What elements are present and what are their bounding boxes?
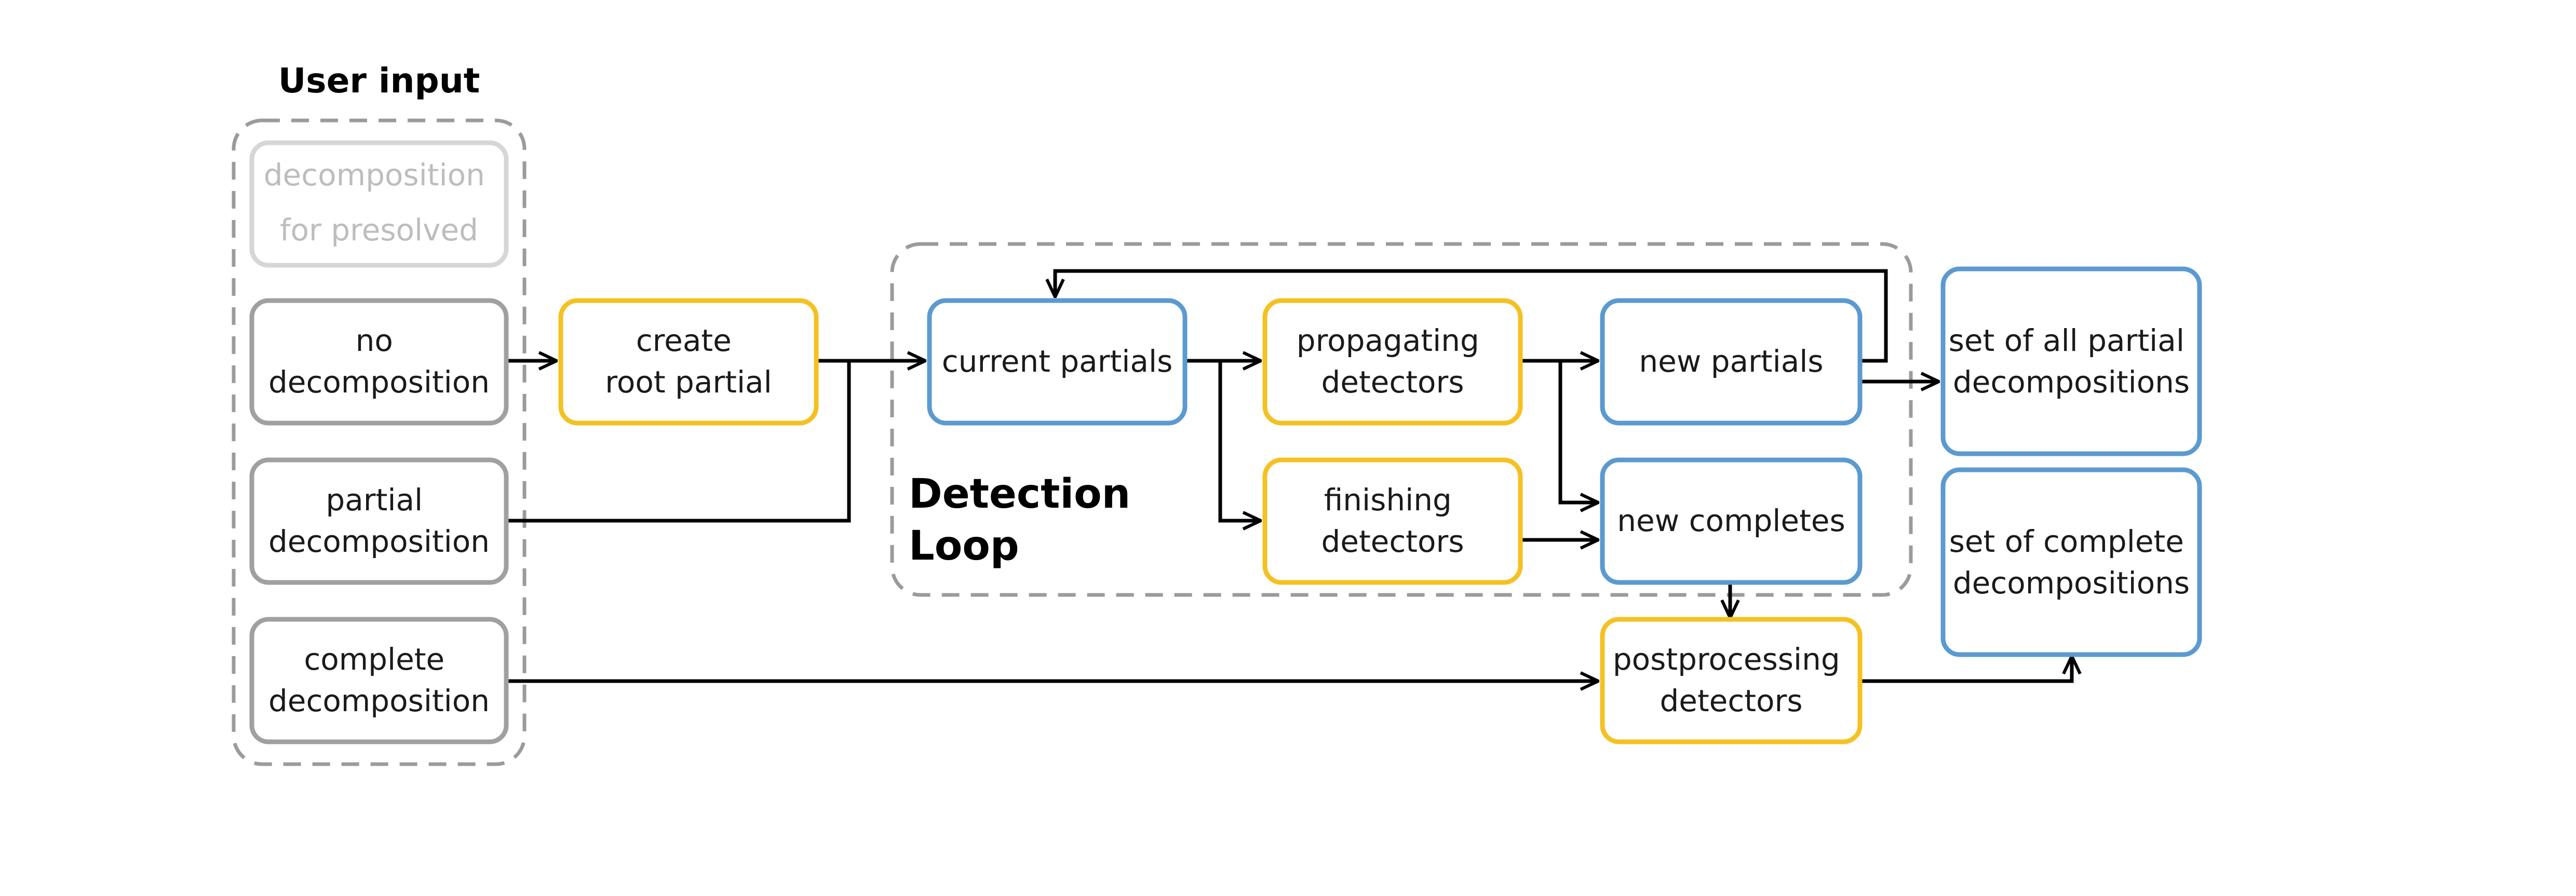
svg-text:current partials: current partials xyxy=(942,344,1173,379)
partial-decomp-label-line1: partial xyxy=(326,482,423,518)
node-finishing-detectors: finishing detectors xyxy=(1262,457,1523,585)
node-propagating-detectors: propagating detectors xyxy=(1262,298,1523,426)
svg-text:set of complete decomp: set of complete decompositions xyxy=(1949,524,2194,601)
create-root-label-line1: create xyxy=(636,323,732,358)
svg-text:partial decomposition: partial decomposition xyxy=(268,482,490,559)
detection-loop-label-line1: Detection xyxy=(909,471,1130,518)
postprocessing-label-line1: postprocessing xyxy=(1613,642,1840,677)
edge-propagating-to-new-completes xyxy=(1558,361,1598,503)
svg-text:complete decomposition: complete decomposition xyxy=(268,642,490,718)
detection-loop-label-line2: Loop xyxy=(909,523,1019,569)
complete-decomp-label-line1: complete xyxy=(304,642,444,677)
svg-text:finishing detectors: finishing detectors xyxy=(1321,482,1464,559)
create-root-label-line2: root partial xyxy=(605,364,772,400)
edge-postprocessing-to-set-complete xyxy=(1860,656,2072,683)
complete-decomp-label-line2: decomposition xyxy=(268,683,490,718)
node-current-partials: current partials xyxy=(927,298,1188,426)
svg-text:new partials: new partials xyxy=(1639,344,1823,379)
node-set-of-all-partial-decompositions: set of all partial decompositions xyxy=(1940,266,2202,456)
node-decomposition-for-presolved: decomposition for presolved xyxy=(249,140,509,268)
finishing-label-line2: detectors xyxy=(1321,524,1464,559)
set-complete-label-line2: decompositions xyxy=(1953,565,2190,601)
postprocessing-label-line2: detectors xyxy=(1660,683,1802,718)
node-no-decomposition: no decomposition xyxy=(249,298,509,426)
new-completes-label: new completes xyxy=(1617,503,1845,538)
no-decomp-label-line2: decomposition xyxy=(268,364,490,400)
new-partials-label: new partials xyxy=(1639,344,1823,379)
connectors xyxy=(506,269,2072,683)
node-partial-decomposition: partial decomposition xyxy=(249,457,509,585)
nodes: decomposition for presolved no decomposi… xyxy=(249,140,2202,744)
svg-text:new completes: new completes xyxy=(1617,503,1845,538)
presolved-label-line2: for presolved xyxy=(280,212,478,248)
user-input-group-border xyxy=(232,118,527,766)
set-all-partial-label-line1: set of all partial xyxy=(1949,323,2184,358)
svg-text:postprocessing detecto: postprocessing detectors xyxy=(1613,642,1850,718)
svg-text:create root partial: create root partial xyxy=(605,323,772,400)
node-complete-decomposition: complete decomposition xyxy=(249,617,509,744)
detection-loop-group-border xyxy=(890,242,1913,597)
propagating-label-line1: propagating xyxy=(1297,323,1479,358)
svg-text:propagating detectors: propagating detectors xyxy=(1297,323,1489,400)
presolved-label-line1: decomposition xyxy=(264,157,485,193)
node-postprocessing-detectors: postprocessing detectors xyxy=(1600,617,1863,744)
current-partials-label: current partials xyxy=(942,344,1173,379)
svg-text:decomposition for pres: decomposition for presolved xyxy=(264,157,495,248)
node-create-root-partial: create root partial xyxy=(558,298,819,426)
node-new-partials: new partials xyxy=(1600,298,1863,426)
user-input-title: User input xyxy=(278,61,480,101)
set-complete-label-line1: set of complete xyxy=(1949,524,2184,559)
svg-text:no decomposition: no decomposition xyxy=(268,323,490,400)
set-all-partial-label-line2: decompositions xyxy=(1953,364,2190,400)
node-new-completes: new completes xyxy=(1600,457,1863,585)
propagating-label-line2: detectors xyxy=(1321,364,1464,400)
edge-new-partials-feedback xyxy=(1055,269,1888,363)
finishing-label-line1: finishing xyxy=(1324,482,1452,518)
node-set-of-complete-decompositions: set of complete decompositions xyxy=(1940,467,2202,657)
edge-current-partials-to-finishing xyxy=(1218,361,1261,521)
no-decomp-label-line1: no xyxy=(356,323,393,358)
edge-partial-decomp-to-current-partials xyxy=(506,361,851,523)
partial-decomp-label-line2: decomposition xyxy=(268,524,490,559)
svg-text:set of all partial dec: set of all partial decompositions xyxy=(1949,323,2194,400)
detection-loop-label: Detection Loop xyxy=(909,471,1144,569)
